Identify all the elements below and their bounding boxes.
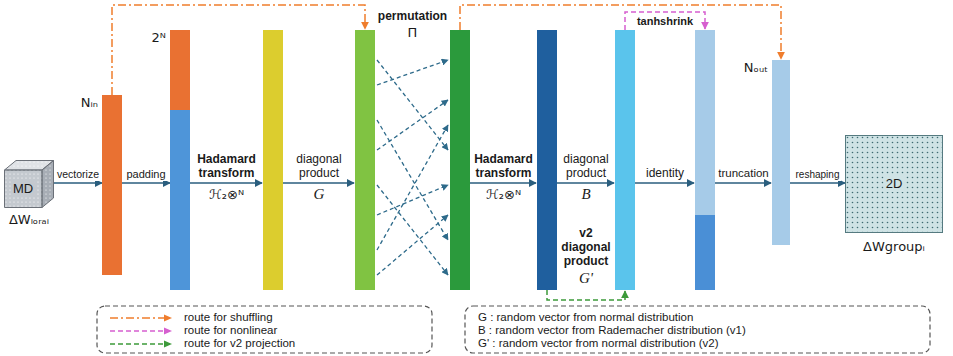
operation-label: Hadamard transform (472, 152, 536, 180)
operation-label: v2 diagonal product (559, 226, 613, 268)
edge-label: padding (124, 168, 167, 181)
legend-sample (110, 312, 174, 324)
operator-symbol: ℋ₂⊗ᴺ (209, 187, 244, 203)
vector-bar (355, 30, 375, 290)
flow-arrow (635, 182, 694, 184)
flow-arrow (122, 182, 170, 184)
shuffle-route (460, 5, 781, 59)
vector-bar (263, 30, 283, 290)
matrix-square: 2DΔWgroupᵢ (845, 135, 943, 233)
input-vector-bar: Nᵢₙ (102, 95, 122, 275)
matrix-fill (846, 136, 943, 233)
permutation-line (377, 120, 448, 240)
padded-vector-bar: 2ᴺ (170, 30, 190, 290)
flow-arrow (470, 182, 536, 184)
legend-text: route for shuffling (184, 311, 273, 324)
legend-line (110, 317, 166, 319)
operator-symbol: B (581, 185, 590, 203)
operation-label: diagonal product (292, 152, 346, 180)
permutation-line (377, 60, 448, 85)
edge-label: vectorize (55, 168, 101, 181)
operation-label: truncation (718, 166, 769, 180)
operation-label: tanhshrink (637, 15, 693, 28)
vector-bar (450, 30, 470, 290)
legend-text: route for nonlinear (184, 324, 277, 337)
operator-symbol: ℋ₂⊗ᴺ (486, 187, 521, 203)
legend-line (110, 330, 166, 332)
flow-arrow (190, 182, 262, 184)
permutation-line (377, 185, 448, 215)
flow-arrow (283, 182, 354, 184)
operation-label: identity (646, 166, 684, 180)
legend-row: route for shuffling (110, 311, 420, 324)
tensor-symbol: ΔWₗₒᵣₐᵢ (9, 212, 49, 228)
definition-text: B : random vector from Rademacher distri… (478, 324, 746, 337)
permutation-line (377, 125, 448, 250)
vector-bar (615, 30, 635, 290)
vector-bar (537, 30, 557, 290)
definition-text: G' : random vector from normal distribut… (478, 337, 719, 350)
legend-line (110, 343, 166, 345)
truncated-part (695, 215, 715, 290)
cube-texture (42, 161, 54, 208)
legend-sample (110, 325, 174, 337)
operation-label: diagonal product (559, 152, 613, 180)
dimension-label: Nₒᵤₜ (744, 60, 768, 76)
matrix-name: 2D (884, 176, 905, 192)
edge-label: reshaping (794, 169, 842, 181)
tensor-name: MD (11, 181, 35, 197)
flow-arrow (557, 182, 614, 184)
legend-row: route for nonlinear (110, 324, 420, 337)
legend-arrowhead (164, 327, 172, 334)
matrix-texture (846, 136, 943, 233)
definition-text: G : random vector from normal distributi… (478, 311, 693, 324)
operation-label: Hadamard transform (194, 152, 260, 180)
vector-bar (695, 30, 715, 215)
permutation-line (377, 215, 448, 275)
dimension-label: Nᵢₙ (81, 95, 98, 111)
operator-symbol: Π (408, 25, 418, 41)
nonlinear-route (625, 12, 705, 30)
legend-arrowhead (164, 340, 172, 347)
operator-symbol: G' (579, 269, 593, 287)
cube-face (5, 170, 43, 208)
flow-arrow (790, 182, 845, 184)
cube-texture (5, 170, 43, 208)
v2-route (547, 290, 625, 300)
dimension-label: 2ᴺ (152, 30, 166, 46)
permutation-line (377, 100, 448, 150)
operation-label: permutation (378, 9, 447, 23)
legend-box (97, 306, 432, 353)
legend-sample (110, 338, 174, 350)
legend-text: route for v2 projection (184, 337, 295, 350)
permutation-line (377, 60, 448, 150)
operator-symbol: G (314, 185, 325, 203)
matrix-symbol: ΔWgroupᵢ (863, 239, 925, 255)
legend-row: route for v2 projection (110, 337, 420, 350)
flow-arrow (715, 182, 771, 184)
legend-arrowhead (164, 314, 172, 321)
shuffle-route (112, 5, 365, 95)
flow-arrow (54, 182, 102, 184)
definition-box (465, 306, 930, 353)
md-tensor-cube: MDΔWₗₒᵣₐᵢ (4, 160, 54, 208)
output-vector-bar: Nₒᵤₜ (772, 60, 790, 245)
